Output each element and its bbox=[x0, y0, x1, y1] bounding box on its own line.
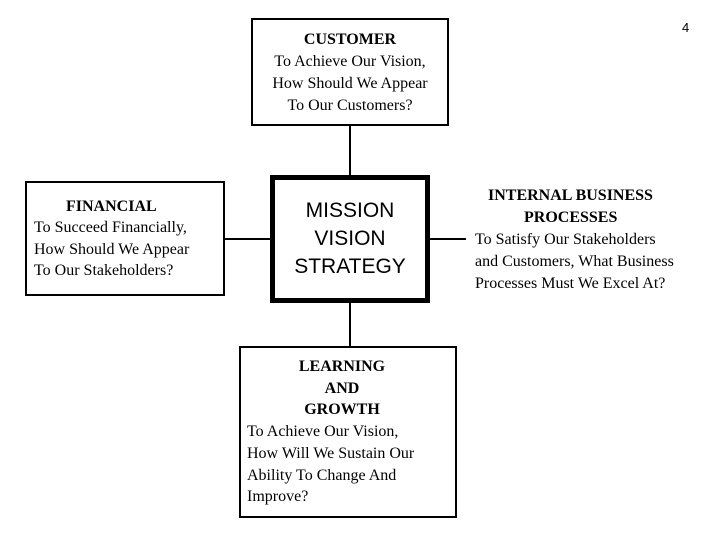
financial-line: To Succeed Financially, bbox=[34, 219, 187, 236]
financial-line: To Our Stakeholders? bbox=[34, 262, 174, 279]
core-line-strategy: STRATEGY bbox=[294, 255, 406, 278]
connector-financial-core bbox=[225, 238, 270, 240]
internal-line: To Satisfy Our Stakeholders bbox=[475, 231, 656, 248]
learning-line: Ability To Change And bbox=[247, 466, 397, 484]
internal-heading: PROCESSES bbox=[524, 209, 618, 226]
customer-heading: CUSTOMER bbox=[303, 31, 397, 48]
internal-heading: INTERNAL BUSINESS bbox=[488, 187, 653, 204]
page-number: 4 bbox=[682, 20, 690, 35]
learning-heading: LEARNING bbox=[298, 358, 386, 376]
financial-perspective-box: FINANCIAL To Succeed Financially, How Sh… bbox=[25, 181, 225, 296]
core-line-mission: MISSION bbox=[305, 199, 395, 222]
customer-line: To Achieve Our Vision, bbox=[274, 53, 426, 70]
financial-heading: FINANCIAL bbox=[66, 197, 157, 215]
mission-vision-strategy-box: MISSION VISION STRATEGY bbox=[270, 175, 430, 303]
internal-line: and Customers, What Business bbox=[475, 253, 674, 270]
learning-line: Improve? bbox=[247, 488, 309, 506]
customer-line: How Should We Appear bbox=[272, 75, 428, 92]
learning-line: To Achieve Our Vision, bbox=[247, 423, 399, 441]
core-line-vision: VISION bbox=[314, 227, 386, 250]
learning-heading: AND bbox=[324, 379, 360, 397]
internal-business-processes-box: INTERNAL BUSINESS PROCESSES To Satisfy O… bbox=[466, 181, 712, 299]
learning-heading: GROWTH bbox=[304, 401, 380, 419]
connector-customer-core bbox=[349, 126, 351, 175]
learning-and-growth-box: LEARNING AND GROWTH To Achieve Our Visio… bbox=[239, 346, 457, 518]
learning-line: How Will We Sustain Our bbox=[247, 444, 415, 462]
customer-line: To Our Customers? bbox=[287, 97, 413, 114]
connector-core-learning bbox=[349, 303, 351, 346]
internal-line: Processes Must We Excel At? bbox=[475, 275, 666, 292]
connector-core-internal bbox=[430, 238, 470, 240]
customer-perspective-box: CUSTOMER To Achieve Our Vision, How Shou… bbox=[251, 18, 449, 126]
financial-line: How Should We Appear bbox=[34, 240, 190, 258]
